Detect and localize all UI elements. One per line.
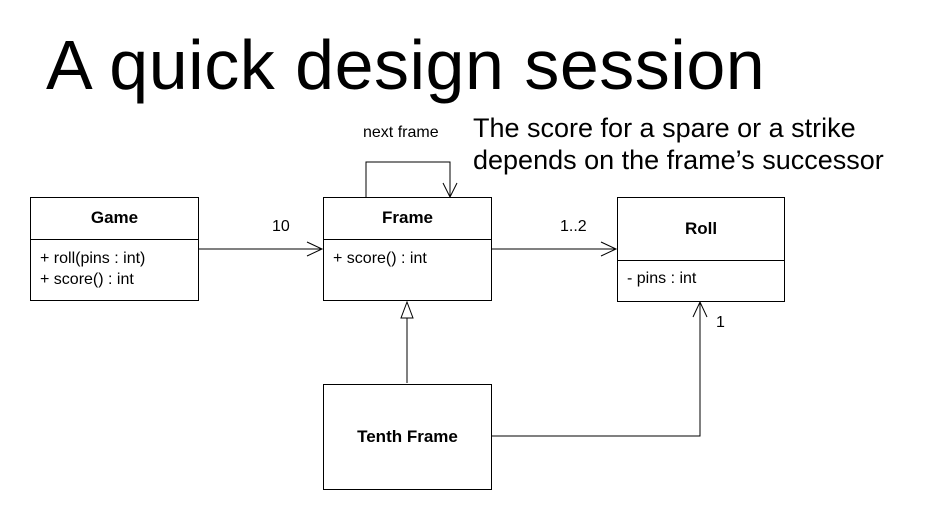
game-operation-score: + score() : int <box>40 271 134 288</box>
roll-attribute-pins: - pins : int <box>627 270 697 287</box>
frame-class-operations: + score() : int <box>324 240 491 269</box>
roll-class-name: Roll <box>618 198 784 261</box>
tenth-roll-multiplicity: 1 <box>716 314 725 331</box>
frame-operation-score: + score() : int <box>333 250 427 267</box>
game-operation-roll: + roll(pins : int) <box>40 250 146 267</box>
frame-class-box: Frame + score() : int <box>323 197 492 301</box>
self-association-label: next frame <box>363 124 439 141</box>
frame-class-name: Frame <box>324 198 491 240</box>
tenth-frame-class-box: Tenth Frame <box>323 384 492 490</box>
tenth-frame-class-name: Tenth Frame <box>357 427 458 446</box>
design-note: The score for a spare or a strike depend… <box>473 112 884 176</box>
tenth-roll-association <box>491 302 701 437</box>
game-frame-arrowhead <box>306 241 324 257</box>
game-frame-multiplicity: 10 <box>272 218 290 235</box>
generalization-triangle <box>400 300 414 319</box>
game-class-name: Game <box>31 198 198 240</box>
game-class-box: Game + roll(pins : int) + score() : int <box>30 197 199 301</box>
slide-title: A quick design session <box>46 26 766 104</box>
design-note-line-2: depends on the frame’s successor <box>473 145 884 175</box>
frame-roll-multiplicity: 1..2 <box>560 218 587 235</box>
next-frame-self-association <box>365 161 451 197</box>
design-note-line-1: The score for a spare or a strike <box>473 113 856 143</box>
tenth-roll-arrowhead <box>692 300 708 318</box>
game-class-operations: + roll(pins : int) + score() : int <box>31 240 198 290</box>
frame-roll-arrowhead <box>600 241 618 257</box>
roll-class-box: Roll - pins : int <box>617 197 785 302</box>
roll-class-attributes: - pins : int <box>618 261 784 289</box>
